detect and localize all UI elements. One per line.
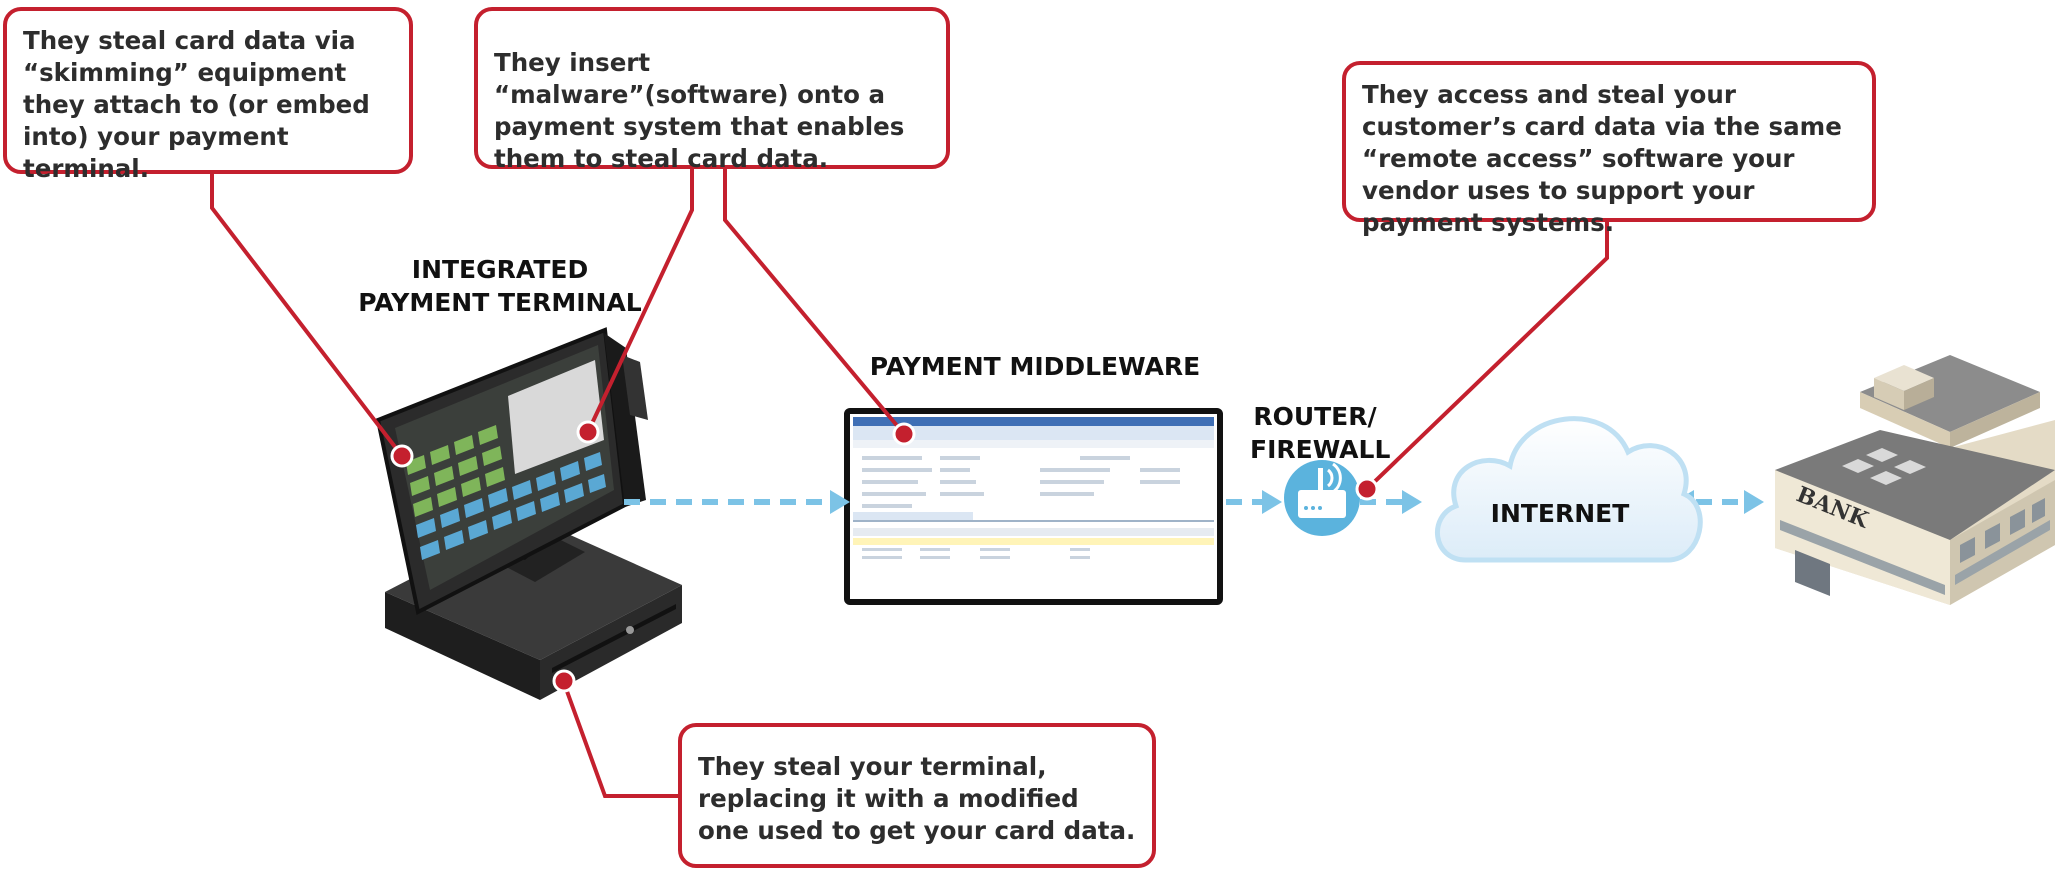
connector-malware-2 [723, 167, 906, 436]
connector-terminal-swap [562, 682, 680, 798]
cash-drawer-icon [385, 517, 682, 700]
connector-malware-1 [586, 167, 694, 433]
monitor-icon [844, 408, 1223, 605]
callout-anchor-dots [390, 420, 1379, 693]
cloud-icon [1434, 416, 1703, 563]
callout-malware: They insert “malware”(software) onto a p… [474, 7, 950, 173]
label-payment-middleware: PAYMENT MIDDLEWARE [869, 352, 1201, 381]
label-router-firewall: ROUTER/ FIREWALL [1250, 402, 1391, 464]
wifi-router-icon [1284, 460, 1360, 536]
callout-terminal-swap: They steal your terminal, replacing it w… [678, 723, 1156, 868]
bank-building-icon: BANK [1775, 355, 2055, 605]
label-integrated-payment-terminal: INTEGRATED PAYMENT TERMINAL [358, 255, 642, 317]
payment-terminal-icon [375, 327, 682, 700]
callout-connectors [210, 167, 1609, 798]
connector-remote-access [1365, 220, 1609, 491]
callout-remote-access: They access and steal your customer’s ca… [1342, 61, 1876, 237]
connector-skimming [210, 172, 404, 458]
label-internet: INTERNET [1490, 499, 1630, 528]
callout-skimming: They steal card data via “skimming” equi… [3, 7, 413, 183]
